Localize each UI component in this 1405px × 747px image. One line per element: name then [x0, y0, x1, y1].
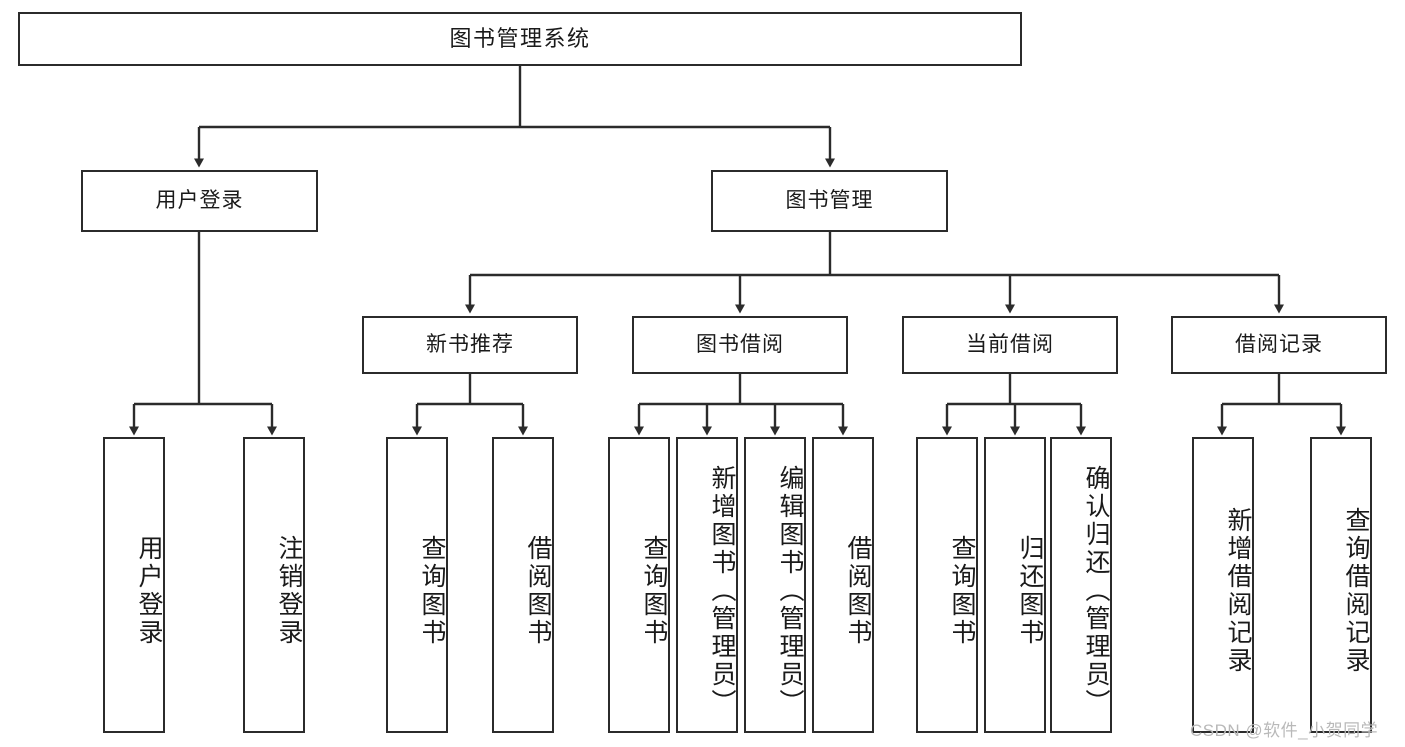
node-label: 用户登录	[135, 535, 163, 647]
leaf-recommend-borrow-book[interactable]: 借阅图书	[492, 437, 554, 733]
node-label: 编辑图书（管理员）	[776, 465, 804, 717]
node-label: 注销登录	[275, 535, 303, 647]
node-current-borrow[interactable]: 当前借阅	[902, 316, 1118, 374]
leaf-record-query-record[interactable]: 查询借阅记录	[1310, 437, 1372, 733]
node-label: 图书管理系统	[449, 25, 591, 51]
leaf-user-login-logout[interactable]: 注销登录	[243, 437, 305, 733]
node-label: 查询图书	[948, 535, 976, 647]
node-label: 借阅图书	[524, 535, 552, 647]
csdn-watermark: CSDN @软件_小贺同学	[1190, 721, 1379, 740]
node-borrow-record[interactable]: 借阅记录	[1171, 316, 1387, 374]
node-label: 借阅图书	[844, 535, 872, 647]
leaf-current-return-book[interactable]: 归还图书	[984, 437, 1046, 733]
node-label: 图书管理	[785, 189, 874, 213]
node-label: 当前借阅	[966, 333, 1054, 357]
node-label: 查询借阅记录	[1342, 507, 1370, 675]
leaf-record-add-record[interactable]: 新增借阅记录	[1192, 437, 1254, 733]
node-root-system[interactable]: 图书管理系统	[18, 12, 1022, 66]
node-label: 新书推荐	[426, 333, 514, 357]
node-label: 确认归还（管理员）	[1082, 465, 1110, 717]
node-book-management[interactable]: 图书管理	[711, 170, 948, 232]
node-label: 查询图书	[640, 535, 668, 647]
node-label: 图书借阅	[696, 333, 784, 357]
node-label: 借阅记录	[1235, 333, 1323, 357]
node-book-borrow[interactable]: 图书借阅	[632, 316, 848, 374]
node-label: 新增借阅记录	[1224, 507, 1252, 675]
node-label: 归还图书	[1016, 535, 1044, 647]
leaf-borrow-edit-book[interactable]: 编辑图书（管理员）	[744, 437, 806, 733]
leaf-recommend-query-book[interactable]: 查询图书	[386, 437, 448, 733]
leaf-current-query-book[interactable]: 查询图书	[916, 437, 978, 733]
node-label: 用户登录	[155, 189, 244, 213]
node-new-book-recommend[interactable]: 新书推荐	[362, 316, 578, 374]
node-label: 新增图书（管理员）	[708, 465, 736, 717]
node-user-login[interactable]: 用户登录	[81, 170, 318, 232]
leaf-user-login-login[interactable]: 用户登录	[103, 437, 165, 733]
leaf-borrow-add-book[interactable]: 新增图书（管理员）	[676, 437, 738, 733]
leaf-borrow-borrow-book[interactable]: 借阅图书	[812, 437, 874, 733]
leaf-current-confirm-return[interactable]: 确认归还（管理员）	[1050, 437, 1112, 733]
node-label: 查询图书	[418, 535, 446, 647]
leaf-borrow-query-book[interactable]: 查询图书	[608, 437, 670, 733]
